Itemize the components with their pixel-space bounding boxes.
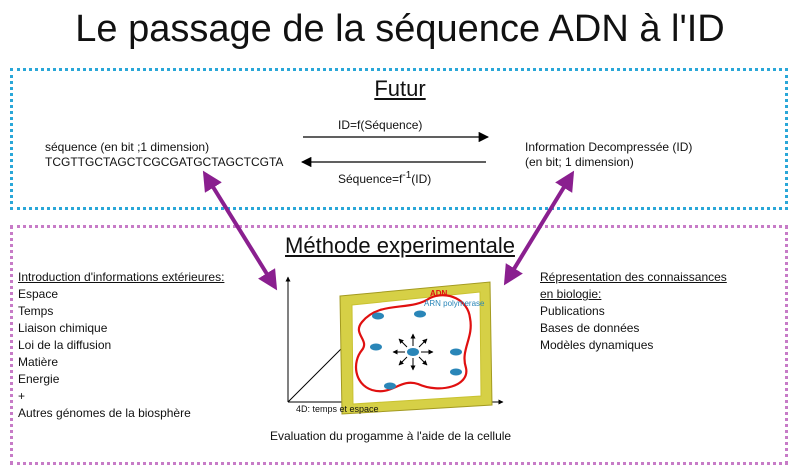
diffusion-arrows <box>392 333 434 371</box>
sequence-value: TCGTTGCTAGCTCGCGATGCTAGCTCGTA <box>45 155 284 169</box>
list-item: Liaison chimique <box>18 321 108 335</box>
molecule <box>370 343 382 351</box>
forward-arrow-label: ID=f(Séquence) <box>338 118 423 132</box>
center-molecule <box>407 348 419 356</box>
sequence-label: séquence (en bit ;1 dimension) <box>45 140 210 154</box>
list-item: Publications <box>540 304 605 318</box>
molecule <box>450 348 462 356</box>
dna-strand <box>354 294 472 393</box>
inverse-exponent: -1 <box>402 170 412 181</box>
left-link-arrow <box>202 170 278 291</box>
cell-illustration <box>339 281 493 415</box>
list-item: Autres génomes de la biosphère <box>18 406 191 420</box>
right-link-arrow <box>503 170 575 286</box>
futur-panel <box>10 68 788 210</box>
list-item: Espace <box>18 287 59 301</box>
molecule <box>414 310 426 318</box>
right-list-heading: Répresentation des connaissances <box>540 270 727 284</box>
methode-panel <box>10 225 788 465</box>
left-list-heading: Introduction d'informations extérieures: <box>18 270 225 284</box>
caption: Evaluation du progamme à l'aide de la ce… <box>270 429 512 443</box>
molecule <box>372 312 384 320</box>
list-item: Matière <box>18 355 59 369</box>
right-list: Répresentation des connaissances en biol… <box>540 269 727 354</box>
page-title: Le passage de la séquence ADN à l'ID <box>75 8 725 50</box>
list-item: Bases de données <box>540 321 640 335</box>
inverse-arrow-label-arg: (ID) <box>411 172 432 186</box>
list-item: Temps <box>18 304 54 318</box>
adn-label: ADN <box>430 289 448 298</box>
molecule <box>384 382 396 390</box>
list-item: + <box>18 389 26 403</box>
molecule <box>450 368 462 376</box>
arn-label: ARN polymerase <box>424 299 485 308</box>
axis-label: 4D: temps et espace <box>296 404 379 414</box>
list-item: Loi de la diffusion <box>18 338 112 352</box>
left-list: Introduction d'informations extérieures:… <box>18 269 224 422</box>
list-item: Energie <box>18 372 60 386</box>
id-label: Information Decompressée (ID) <box>525 140 693 154</box>
inverse-arrow-label: Séquence=f-1(ID) <box>338 168 431 187</box>
inverse-arrow-label-text: Séquence=f <box>338 172 403 186</box>
methode-heading: Méthode experimentale <box>285 233 515 258</box>
list-item: Modèles dynamiques <box>540 338 654 352</box>
id-sublabel: (en bit; 1 dimension) <box>525 155 634 169</box>
right-list-heading-2: en biologie: <box>540 287 602 301</box>
futur-heading: Futur <box>374 76 426 101</box>
